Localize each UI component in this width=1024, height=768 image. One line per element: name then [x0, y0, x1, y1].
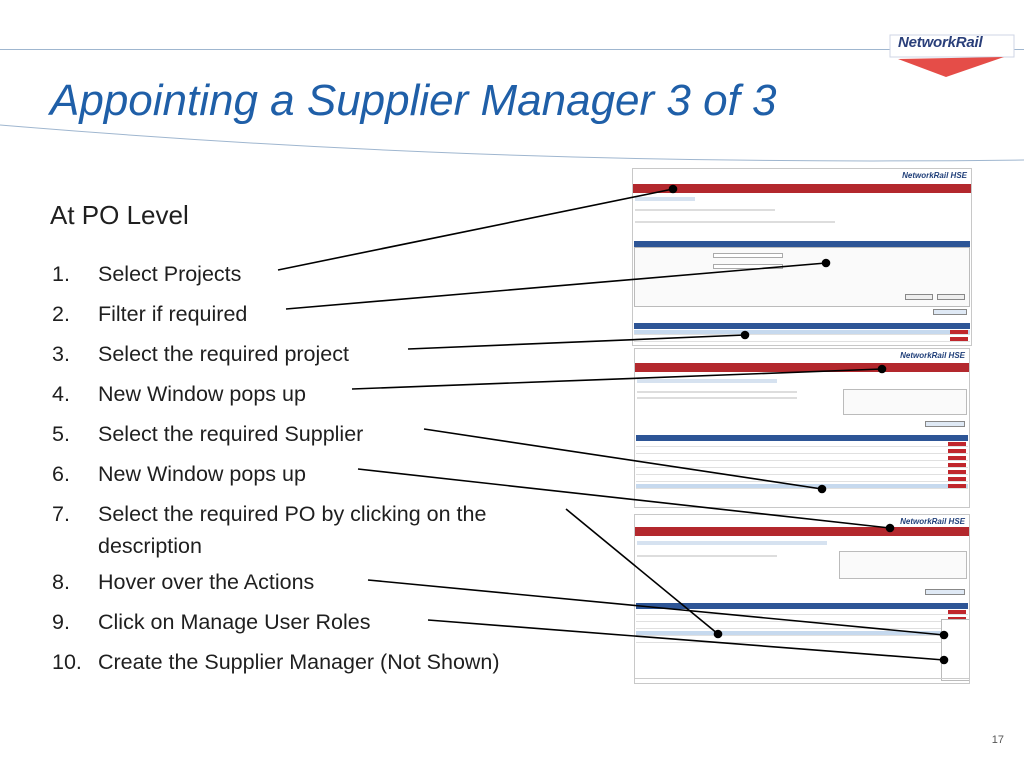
shot-footer [635, 678, 969, 683]
shot-section-title [637, 541, 827, 545]
shot-section-title [635, 197, 695, 201]
shot-table-row [636, 442, 968, 447]
shot-text-line [637, 397, 797, 399]
shot-actions-menu [941, 619, 969, 681]
shot-brand: NetworkRail HSE [900, 517, 965, 526]
header-rule [0, 49, 1024, 50]
shot-button [925, 589, 965, 595]
shot-table-row [636, 449, 968, 454]
shot-actions [950, 330, 968, 334]
step-item: 9.Click on Manage User Roles [52, 610, 371, 634]
shot-table-row [634, 337, 970, 342]
shot-button [925, 421, 965, 427]
shot-actions [950, 337, 968, 341]
shot-table-row [636, 617, 968, 622]
shot-table-row [636, 456, 968, 461]
shot-info-box [843, 389, 967, 415]
projects-screenshot: NetworkRail HSE [632, 168, 972, 346]
shot-table-row [636, 624, 968, 629]
po-screenshot: NetworkRail HSE [634, 514, 970, 684]
shot-actions [948, 456, 966, 460]
page-number: 17 [991, 734, 1004, 746]
shot-text-line [637, 391, 797, 393]
shot-table-row [636, 638, 968, 643]
shot-button [933, 309, 967, 315]
step-item: 1.Select Projects [52, 262, 242, 286]
shot-actions [948, 470, 966, 474]
shot-text-line [637, 555, 777, 557]
step-item: 5.Select the required Supplier [52, 422, 364, 446]
slide-subtitle: At PO Level [50, 200, 189, 230]
shot-table-row [636, 470, 968, 475]
shot-navbar [635, 527, 969, 536]
shot-button [905, 294, 933, 300]
shot-table-row [636, 631, 968, 636]
shot-table-row [636, 610, 968, 615]
shot-brand: NetworkRail HSE [902, 171, 967, 180]
shot-table-row [636, 477, 968, 482]
shot-table-row [636, 463, 968, 468]
step-item: 10.Create the Supplier Manager (Not Show… [52, 650, 500, 674]
shot-actions [948, 477, 966, 481]
suppliers-screenshot: NetworkRail HSE [634, 348, 970, 508]
shot-text-line [635, 209, 775, 211]
shot-button [937, 294, 965, 300]
step-item: 6.New Window pops up [52, 462, 306, 486]
shot-table-row [636, 484, 968, 489]
shot-table-row [634, 330, 970, 335]
step-item: 7.Select the required PO by clicking on … [52, 502, 487, 558]
shot-actions [948, 484, 966, 488]
shot-filter-header [634, 241, 970, 247]
shot-field [713, 253, 783, 258]
steps-list: 1.Select Projects 2.Filter if required 3… [52, 254, 612, 682]
step-item: 2.Filter if required [52, 302, 248, 326]
shot-actions [948, 610, 966, 614]
slide-title: Appointing a Supplier Manager 3 of 3 [50, 76, 777, 125]
shot-section-title [637, 379, 777, 383]
shot-actions [948, 463, 966, 467]
shot-actions [948, 442, 966, 446]
step-item: 3.Select the required project [52, 342, 349, 366]
shot-text-line [635, 221, 835, 223]
shot-brand: NetworkRail HSE [900, 351, 965, 360]
shot-navbar [633, 184, 971, 193]
shot-table-header [634, 323, 970, 329]
logo-text: NetworkRail [898, 34, 983, 51]
shot-info-box [839, 551, 967, 579]
shot-navbar [635, 363, 969, 372]
shot-field [713, 264, 783, 269]
network-rail-logo [889, 34, 1015, 77]
shot-actions [948, 449, 966, 453]
shot-table-header [636, 435, 968, 441]
step-item: 4.New Window pops up [52, 382, 306, 406]
shot-table-header [636, 603, 968, 609]
step-item: 8.Hover over the Actions [52, 570, 315, 594]
